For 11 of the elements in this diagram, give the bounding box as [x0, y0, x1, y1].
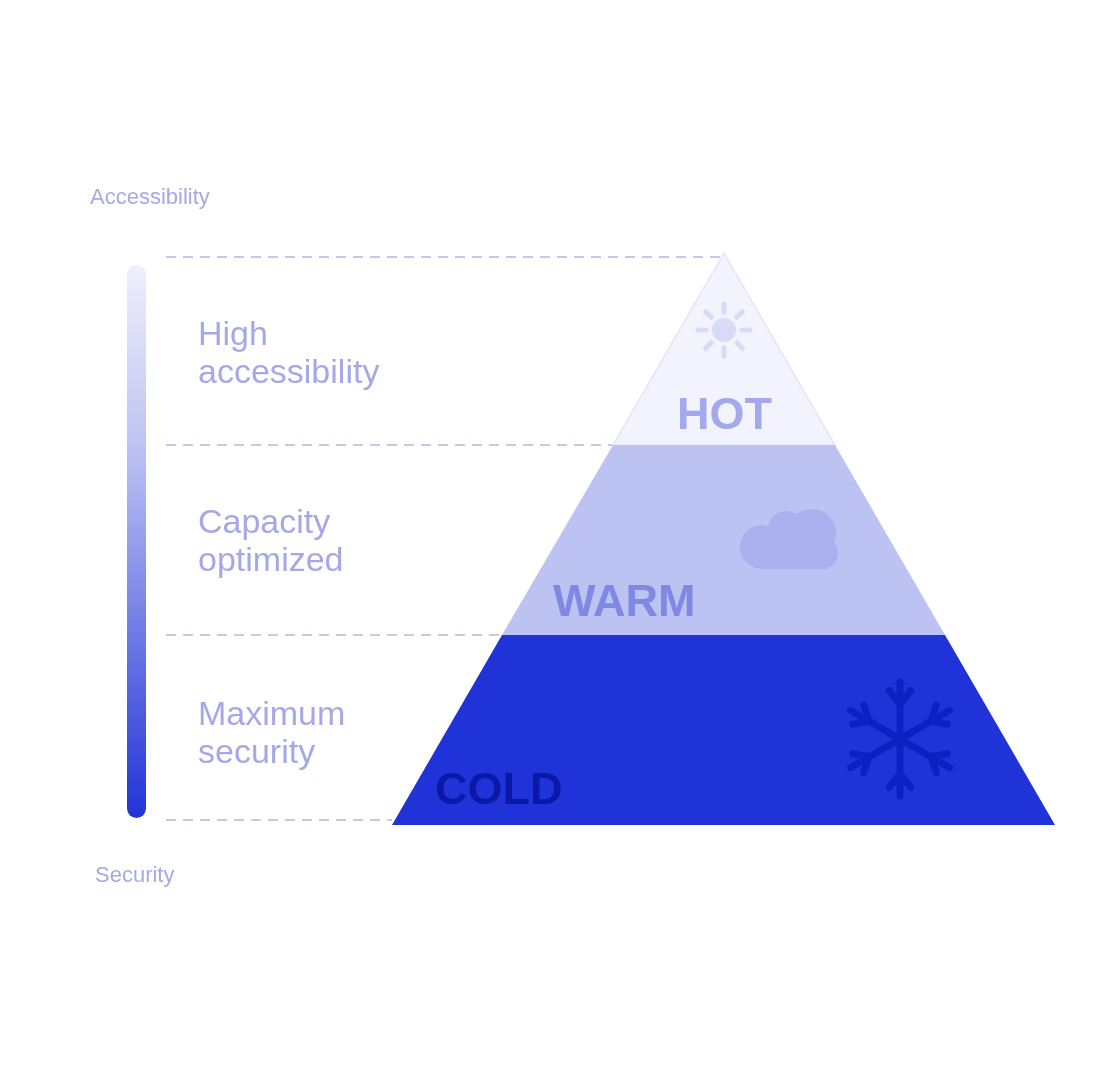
tier-label: WARM — [553, 578, 696, 623]
axis-label: Security — [95, 862, 175, 888]
pyramid-tier — [613, 253, 835, 445]
axis-label: Accessibility — [90, 184, 210, 210]
row-label: High accessibility — [198, 314, 381, 390]
tier-label: HOT — [677, 391, 772, 436]
pyramid-tier — [502, 445, 945, 635]
row-label: Maximum security — [198, 694, 347, 770]
gradient-scale-bar — [127, 265, 146, 818]
row-label: Capacity optimized — [198, 502, 345, 578]
pyramid-tier — [392, 635, 1055, 825]
